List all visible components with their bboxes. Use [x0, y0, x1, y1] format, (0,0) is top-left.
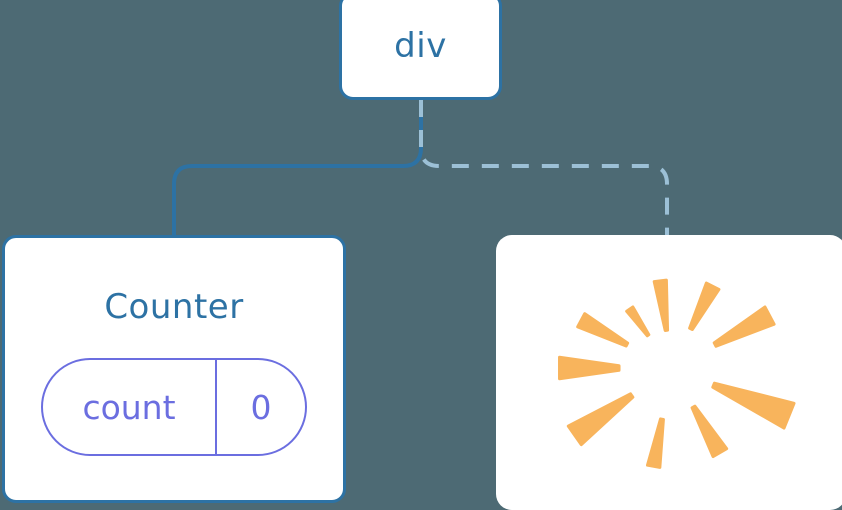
- node-counter[interactable]: Counter count 0: [2, 235, 346, 503]
- state-pill-count[interactable]: count 0: [41, 358, 307, 456]
- burst-ray-8: [712, 305, 776, 348]
- node-div[interactable]: div: [339, 0, 502, 100]
- burst-ray-4: [566, 392, 635, 447]
- burst-ray-2: [576, 312, 630, 348]
- burst-ray-7: [711, 381, 796, 430]
- edge-div-to-counter: [172, 98, 423, 239]
- burst-ray-6: [690, 404, 729, 459]
- node-burst[interactable]: [496, 235, 842, 510]
- node-div-label: div: [394, 26, 447, 66]
- burst-ray-1: [625, 305, 651, 338]
- sparkle-burst-icon: [558, 278, 796, 469]
- node-counter-label: Counter: [104, 287, 244, 327]
- edge-div-to-burst: [419, 100, 669, 237]
- state-value: 0: [250, 387, 272, 427]
- burst-ray-5: [645, 417, 665, 469]
- burst-ray-9: [688, 281, 721, 332]
- state-key: count: [43, 360, 217, 454]
- burst-ray-0: [652, 278, 670, 332]
- burst-ray-3: [558, 355, 621, 381]
